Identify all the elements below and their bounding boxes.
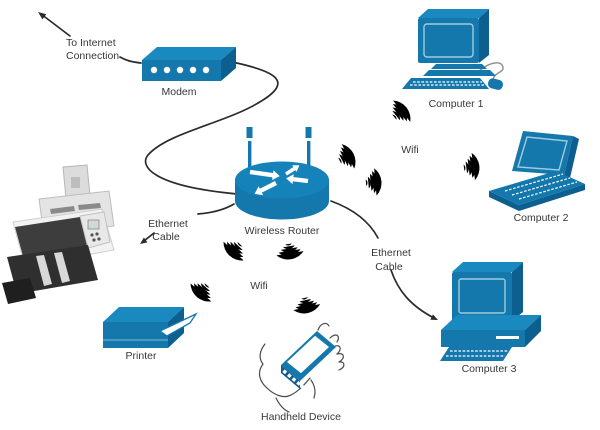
ethernet-left-label-line1: Ethernet xyxy=(148,218,188,230)
wifi-signal-icon xyxy=(186,276,218,306)
wifi-label-right: Wifi xyxy=(401,144,419,156)
mouse-icon xyxy=(487,78,504,90)
ethernet-cable-left xyxy=(140,203,235,244)
router-label: Wireless Router xyxy=(245,225,320,237)
computer3-device xyxy=(440,262,541,361)
printer-device xyxy=(103,307,198,348)
router-antenna xyxy=(246,127,312,171)
wireless-router-device xyxy=(235,127,329,220)
ethernet-right-label-line2: Cable xyxy=(375,261,403,273)
ethernet-left-label-line2: Cable xyxy=(152,231,180,243)
wifi-signal-icon xyxy=(274,241,305,262)
internet-modem-cable xyxy=(119,56,142,64)
paper-sheet-icon xyxy=(158,312,198,337)
wifi-signal-icon xyxy=(462,152,482,182)
ethernet-right-label-line1: Ethernet xyxy=(371,247,411,259)
handheld-label: Handheld Device xyxy=(261,411,341,423)
computer1-device xyxy=(402,9,504,90)
scanner-device xyxy=(2,164,115,304)
printer-label: Printer xyxy=(126,350,157,362)
computer3-label: Computer 3 xyxy=(462,363,517,375)
modem-label: Modem xyxy=(161,86,196,98)
pda-buttons xyxy=(282,369,306,390)
modem-router-cable xyxy=(144,61,279,195)
internet-label-line1: To Internet xyxy=(66,37,116,49)
wifi-signal-icon xyxy=(333,141,360,173)
wifi-label-left: Wifi xyxy=(250,280,268,292)
wifi-signal-icon xyxy=(364,167,383,197)
modem-device xyxy=(142,47,236,81)
computer1-label: Computer 1 xyxy=(429,98,484,110)
computer2-device xyxy=(489,131,585,211)
computer2-label: Computer 2 xyxy=(514,212,569,224)
handheld-device xyxy=(258,322,345,413)
internet-label-line2: Connection xyxy=(66,50,119,62)
router-arrows-icon xyxy=(249,165,309,196)
ethernet-cable-right xyxy=(330,200,438,320)
wifi-signal-icon xyxy=(291,294,322,317)
internet-arrow xyxy=(38,12,71,37)
wifi-signal-icon xyxy=(385,96,416,128)
wifi-signal-icon xyxy=(219,234,251,265)
